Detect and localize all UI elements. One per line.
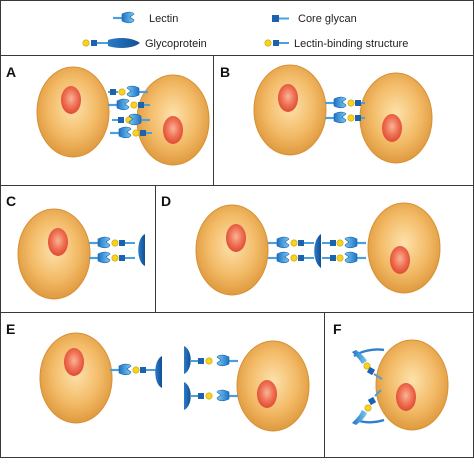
legend-core-glycan-label: Core glycan <box>298 13 357 25</box>
lectin-glycoprotein-bond <box>266 236 314 249</box>
lectin-glycoprotein-bond <box>322 252 366 263</box>
cis-lectin-loop <box>352 348 385 380</box>
lectin-binding-structure-symbol-icon <box>264 39 289 47</box>
lectin-glycoprotein-bond <box>87 236 135 249</box>
panel-c: C <box>0 185 156 313</box>
core-glycan-symbol-icon <box>272 15 289 22</box>
panel-f-label: F <box>333 321 342 337</box>
nucleus <box>48 228 68 256</box>
panel-f: F <box>324 312 474 458</box>
panel-b-label: B <box>220 64 230 80</box>
nucleus <box>64 348 84 376</box>
legend-lectin-binding-structure-label: Lectin-binding structure <box>294 38 408 50</box>
panel-a-label: A <box>6 64 16 80</box>
glycoprotein-symbol-icon <box>82 38 140 48</box>
cell-c <box>17 208 91 300</box>
lectin-pair <box>112 114 150 125</box>
lectin-pair <box>106 98 150 111</box>
cell-a-left <box>36 66 110 158</box>
lectin-pair <box>323 111 365 124</box>
nucleus <box>278 84 298 112</box>
cell-f <box>375 339 449 431</box>
cell-e-right <box>236 340 310 432</box>
lectin-pair <box>323 96 365 109</box>
lectin-glycoprotein-bond <box>266 251 314 264</box>
legend-lectin-label: Lectin <box>149 13 178 25</box>
lectin-glycoprotein-bond <box>108 363 156 376</box>
cell-e-left <box>39 332 113 424</box>
cis-lectin-loop <box>352 389 385 425</box>
glycoprotein <box>314 234 321 268</box>
nucleus <box>382 114 402 142</box>
legend-frame <box>0 0 474 56</box>
nucleus <box>396 383 416 411</box>
panel-d-label: D <box>161 193 171 209</box>
lectin-pair <box>108 126 152 139</box>
panel-c-label: C <box>6 193 16 209</box>
nucleus <box>257 380 277 408</box>
nucleus <box>163 116 183 144</box>
legend: Lectin Core glycan Glycoprotein Lectin-b… <box>0 0 474 56</box>
nucleus <box>226 224 246 252</box>
legend-glycoprotein-label: Glycoprotein <box>145 38 207 50</box>
panel-b: B <box>213 55 474 186</box>
cell-b-right <box>359 72 433 164</box>
panel-e: E <box>0 312 325 458</box>
glycoprotein <box>184 382 238 410</box>
nucleus <box>390 246 410 274</box>
panel-d: D <box>155 185 474 313</box>
glycoprotein <box>184 346 238 374</box>
lectin-pair <box>108 86 148 97</box>
cell-d-left <box>195 204 269 296</box>
lectin-glycoprotein-bond <box>87 251 135 264</box>
panel-e-label: E <box>6 321 15 337</box>
panel-a: A <box>0 55 214 186</box>
cell-d-right <box>367 202 441 294</box>
lectin-glycoprotein-bond <box>322 237 366 248</box>
nucleus <box>61 86 81 114</box>
cell-b-left <box>253 64 327 156</box>
